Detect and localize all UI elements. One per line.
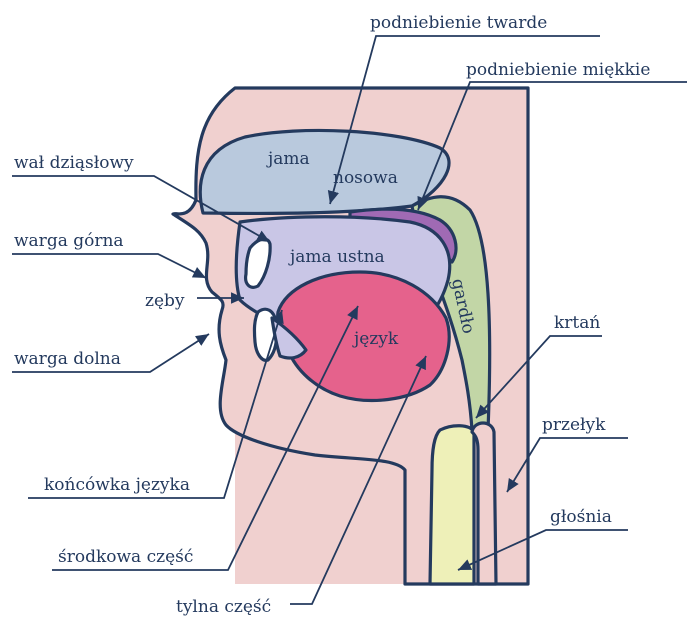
soft-palate-label: podniebienie miękkie bbox=[466, 60, 650, 80]
nasal-cavity bbox=[200, 130, 449, 213]
upper-lip-pointer bbox=[12, 254, 206, 278]
upper-lip-label: warga górna bbox=[14, 231, 124, 251]
teeth-label: zęby bbox=[145, 291, 185, 311]
esophagus-shape bbox=[430, 426, 474, 584]
larynx-label: krtań bbox=[554, 313, 600, 333]
lower-lip-label: warga dolna bbox=[14, 349, 121, 369]
tongue-middle-label: środkowa część bbox=[58, 547, 193, 567]
tongue-tip-label: końcówka języka bbox=[44, 475, 190, 495]
hard-palate-label: podniebienie twarde bbox=[370, 13, 547, 33]
alveolar-ridge-label: wał dziąsłowy bbox=[14, 153, 134, 173]
tongue-label: język bbox=[352, 329, 399, 349]
oral-cavity-label: jama ustna bbox=[288, 247, 385, 267]
tongue-back-label: tylna część bbox=[176, 597, 271, 617]
nasal-cavity-label-1: jama bbox=[266, 149, 310, 169]
nasal-cavity-label-2: nosowa bbox=[333, 168, 398, 188]
glottis-label: głośnia bbox=[550, 507, 612, 527]
esophagus-label: przełyk bbox=[542, 415, 606, 435]
